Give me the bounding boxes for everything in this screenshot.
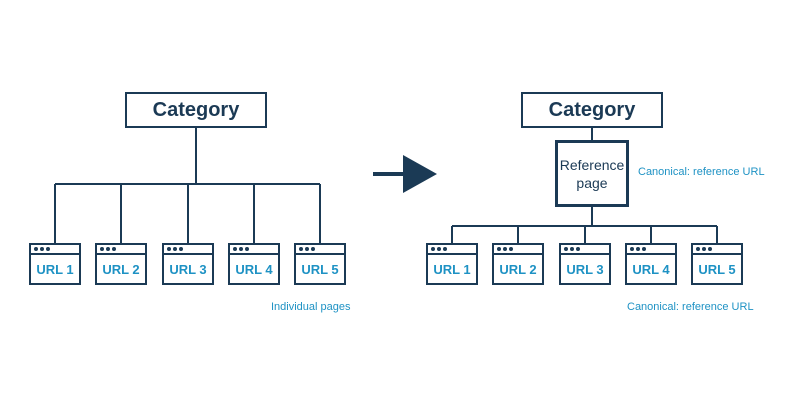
left-url-4-window: URL 4 [228,243,280,285]
left-url-5-label: URL 5 [301,261,339,277]
left-category-label: Category [152,98,240,121]
reference-canonical-note: Canonical: reference URL [638,166,765,178]
browser-window-icon [428,245,476,255]
browser-window-icon [31,245,79,255]
right-url-5-window: URL 5 [691,243,743,285]
arrow-right-icon [373,155,437,193]
right-url-4-window: URL 4 [625,243,677,285]
left-url-2-window: URL 2 [95,243,147,285]
browser-window-icon [164,245,212,255]
left-category-box: Category [125,92,267,128]
left-url-1-label: URL 1 [36,261,74,277]
right-category-box: Category [521,92,663,128]
right-canonical-note: Canonical: reference URL [627,301,754,313]
right-url-4-label: URL 4 [632,261,670,277]
reference-page-box: Reference page [555,140,629,207]
right-url-2-window: URL 2 [492,243,544,285]
reference-page-line1: Reference [559,156,625,173]
browser-window-icon [494,245,542,255]
browser-window-icon [296,245,344,255]
right-url-3-label: URL 3 [566,261,604,277]
left-url-5-window: URL 5 [294,243,346,285]
left-url-4-label: URL 4 [235,261,273,277]
reference-page-line2: page [576,174,608,191]
left-url-3-window: URL 3 [162,243,214,285]
browser-window-icon [230,245,278,255]
browser-window-icon [561,245,609,255]
browser-window-icon [97,245,145,255]
right-url-3-window: URL 3 [559,243,611,285]
left-url-3-label: URL 3 [169,261,207,277]
left-url-2-label: URL 2 [102,261,140,277]
right-url-5-label: URL 5 [698,261,736,277]
right-category-label: Category [548,98,636,121]
left-note: Individual pages [271,301,351,313]
right-url-1-window: URL 1 [426,243,478,285]
right-url-1-label: URL 1 [433,261,471,277]
right-url-2-label: URL 2 [499,261,537,277]
browser-window-icon [693,245,741,255]
browser-window-icon [627,245,675,255]
left-url-1-window: URL 1 [29,243,81,285]
